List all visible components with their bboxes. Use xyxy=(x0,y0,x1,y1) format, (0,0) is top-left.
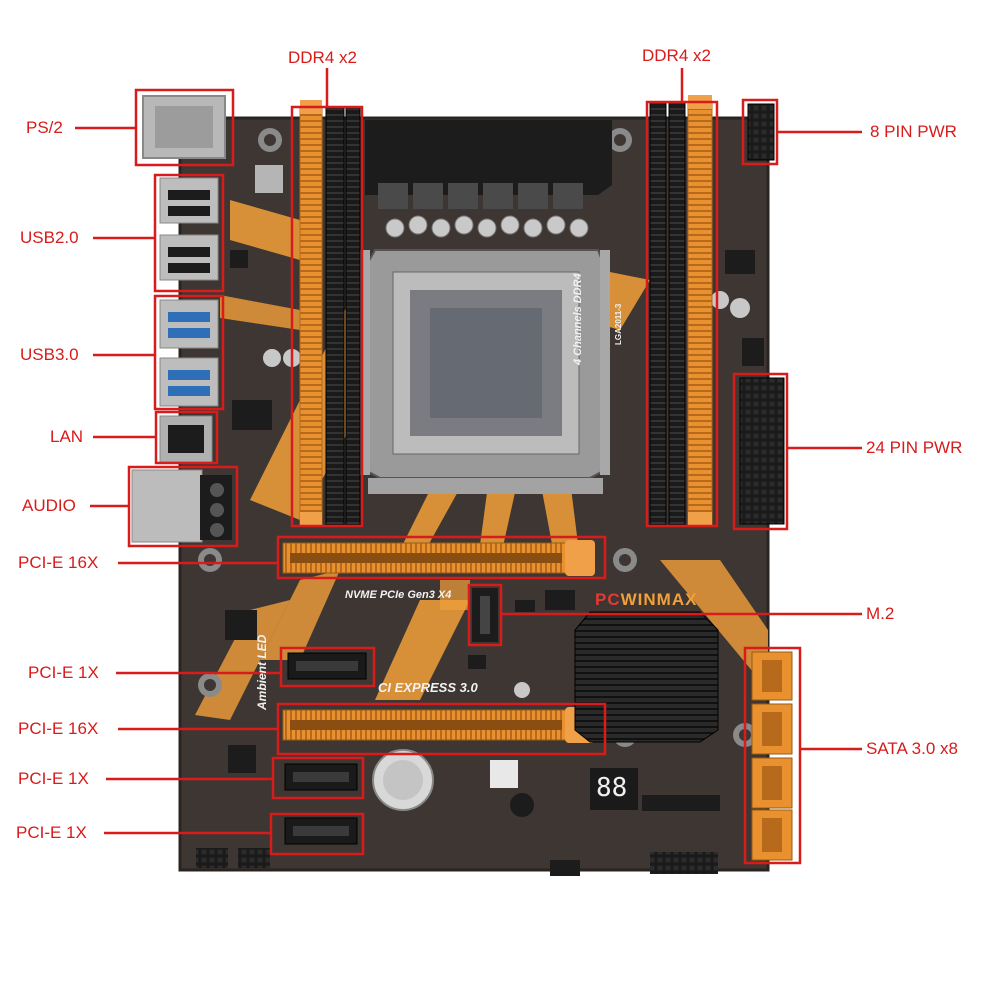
label-pcie1-b: PCI-E 1X xyxy=(18,769,89,788)
label-ddr4-left: DDR4 x2 xyxy=(288,48,357,67)
label-pcie1-a: PCI-E 1X xyxy=(28,663,99,682)
debug-led-display xyxy=(590,768,638,810)
cmos-battery xyxy=(372,749,434,811)
pcie-16x-slot-top xyxy=(282,540,595,576)
mini-pcie-slot xyxy=(642,795,720,811)
usb3-box xyxy=(153,294,225,411)
pwr24-box xyxy=(732,372,789,531)
debug-display-digits: 88 xyxy=(596,773,628,803)
pcie1-a-box xyxy=(279,646,376,688)
board-brand-logo: PCWINMAX xyxy=(595,590,697,610)
label-sata: SATA 3.0 x8 xyxy=(866,739,958,758)
usb2-ports xyxy=(159,177,219,281)
front-panel-header xyxy=(650,852,718,874)
pcie-1x-slot-a xyxy=(287,652,367,680)
fan-header xyxy=(550,860,580,876)
chipset-heatsink xyxy=(574,611,719,743)
label-lan: LAN xyxy=(50,427,84,446)
usb-header-left xyxy=(196,848,228,868)
label-m2: M.2 xyxy=(866,604,895,623)
usb2-box xyxy=(153,173,225,293)
pci-express-silkscreen: CI EXPRESS 3.0 xyxy=(378,680,478,695)
brand-winmax: WINMAX xyxy=(620,590,698,609)
pcie-1x-slot-b xyxy=(284,763,358,791)
sata-box xyxy=(743,646,802,865)
socket-silkscreen: LGA2011-3 xyxy=(614,303,623,345)
label-usb2: USB2.0 xyxy=(20,228,79,247)
label-ps2: PS/2 xyxy=(26,118,63,137)
label-pcie16-top: PCI-E 16X xyxy=(18,553,99,572)
cpu-socket xyxy=(360,249,610,494)
brand-pc: PC xyxy=(595,590,621,609)
nvme-silkscreen: NVME PCIe Gen3 X4 xyxy=(345,589,452,601)
twenty-four-pin-power-connector xyxy=(739,377,785,525)
label-usb3: USB3.0 xyxy=(20,345,79,364)
label-pcie1-c: PCI-E 1X xyxy=(16,823,87,842)
callout-lines xyxy=(75,68,862,835)
channels-silkscreen: 4 Channels DDR4 xyxy=(572,273,584,365)
sata-ports xyxy=(751,651,793,861)
m2-slot xyxy=(472,588,498,642)
label-pwr24: 24 PIN PWR xyxy=(866,438,963,457)
callout-boxes xyxy=(127,88,802,865)
pcie-16x-slot-bottom xyxy=(282,707,595,743)
vrm xyxy=(365,120,612,238)
dimm-slots-left xyxy=(299,100,361,526)
label-pcie16-bottom: PCI-E 16X xyxy=(18,719,99,738)
label-ddr4-right: DDR4 x2 xyxy=(642,46,711,65)
eight-pin-power-connector xyxy=(747,103,775,161)
label-pwr8: 8 PIN PWR xyxy=(870,122,957,141)
pcie16-top-box xyxy=(276,535,607,580)
dimm-slots-right xyxy=(649,95,713,526)
audio-ports xyxy=(131,469,203,543)
usb-header-right xyxy=(238,848,270,868)
pcie-1x-slot-c xyxy=(284,817,358,845)
small-components xyxy=(225,165,764,817)
label-audio: AUDIO xyxy=(22,496,76,515)
ambient-led-silkscreen: Ambient LED xyxy=(255,634,269,710)
usb3-ports xyxy=(159,299,219,407)
rear-io xyxy=(131,95,232,543)
